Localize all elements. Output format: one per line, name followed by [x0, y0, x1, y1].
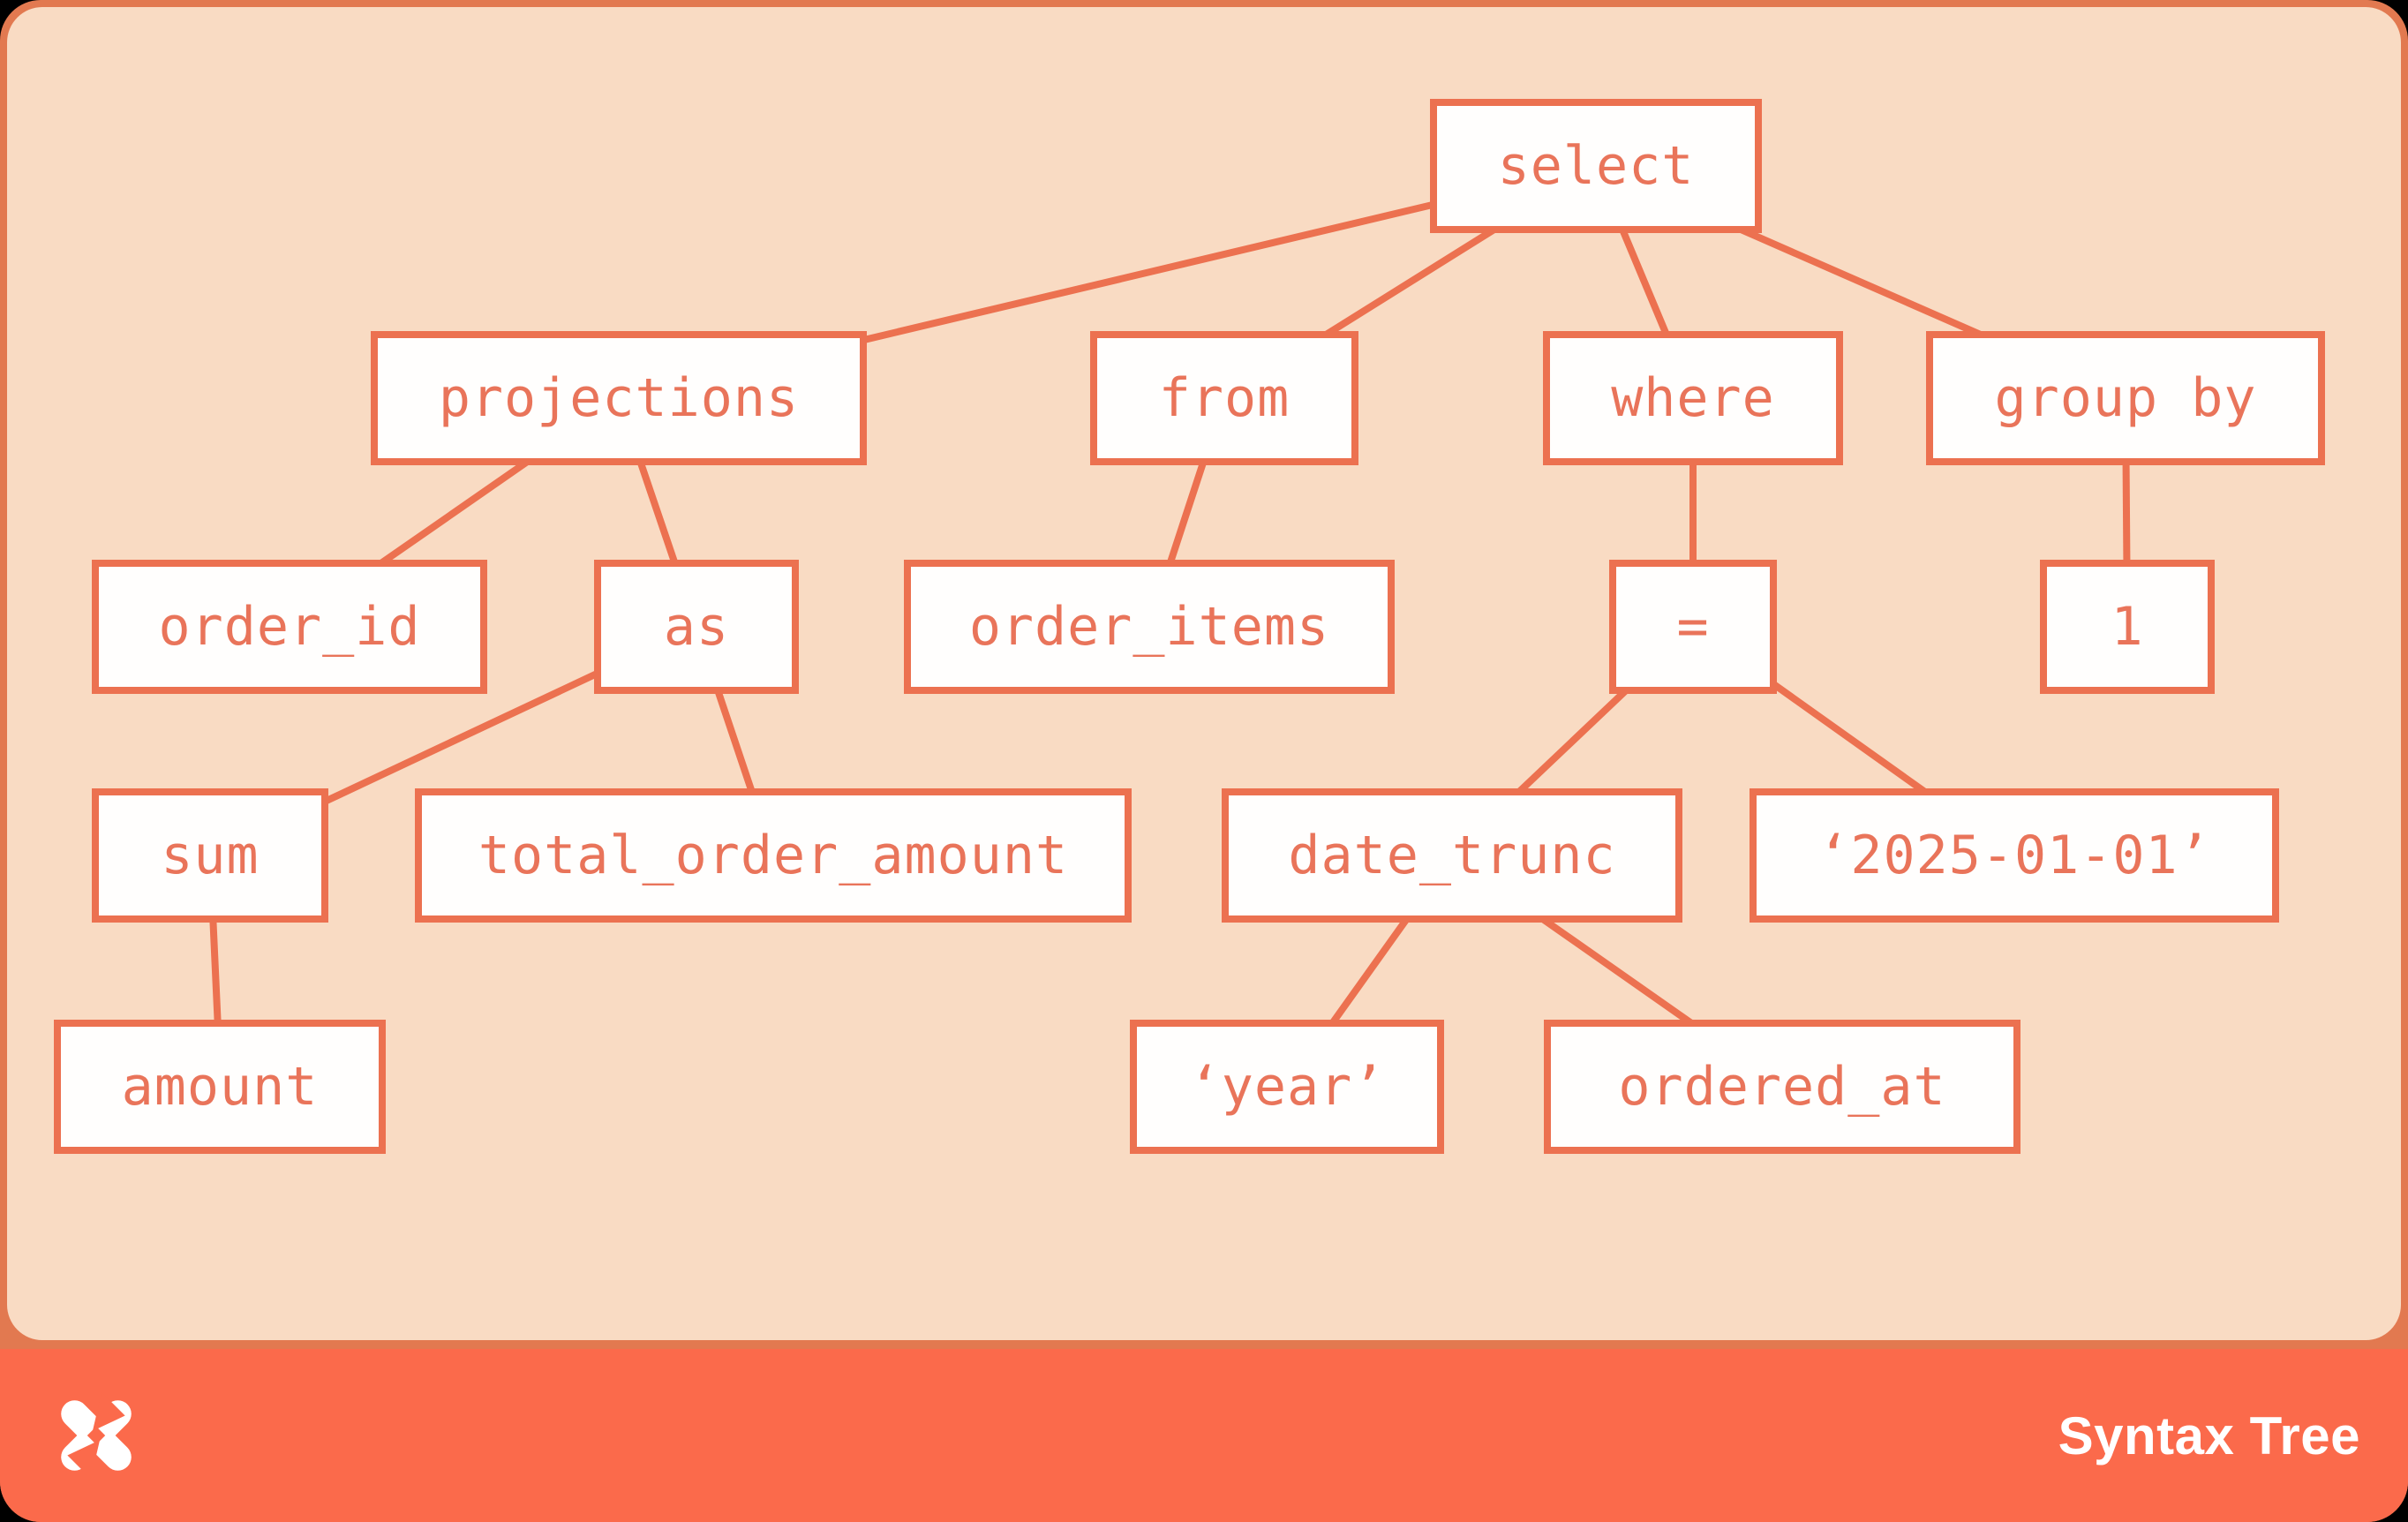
node-date-trunc: date_trunc [1222, 788, 1682, 923]
node-group-by: group by [1926, 331, 2325, 465]
x-pinwheel-logo [61, 1392, 132, 1479]
footer-bar: Syntax Tree [0, 1349, 2408, 1522]
node-select: select [1430, 99, 1762, 233]
node-date-literal: ‘2025-01-01’ [1750, 788, 2279, 923]
node-total-order-amount: total_order_amount [415, 788, 1132, 923]
node-one: 1 [2040, 560, 2215, 694]
node-eq: = [1609, 560, 1777, 694]
node-year-literal: ‘year’ [1130, 1020, 1444, 1154]
footer-title: Syntax Tree [2058, 1405, 2360, 1465]
node-order-id: order_id [92, 560, 487, 694]
node-projections: projections [371, 331, 867, 465]
node-order-items: order_items [904, 560, 1395, 694]
node-as: as [594, 560, 799, 694]
node-sum: sum [92, 788, 328, 923]
node-where: where [1543, 331, 1843, 465]
node-ordered-at: ordered_at [1544, 1020, 2020, 1154]
node-from: from [1090, 331, 1358, 465]
node-amount: amount [54, 1020, 386, 1154]
